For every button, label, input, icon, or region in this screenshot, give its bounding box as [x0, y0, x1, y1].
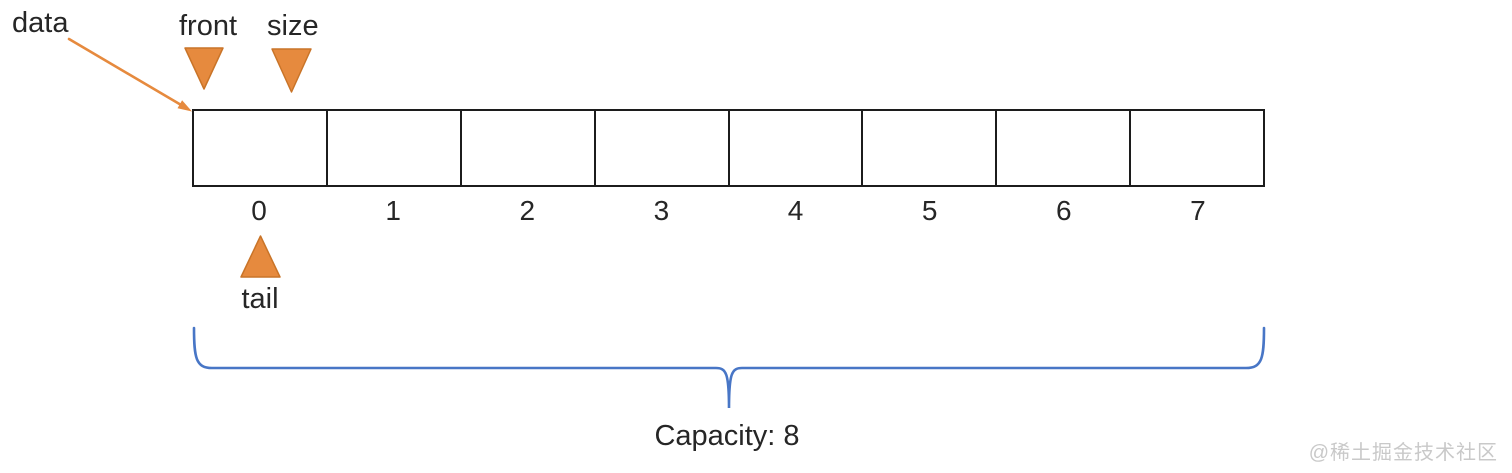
index-label-7: 7	[1190, 195, 1206, 226]
data-arrow-line	[67, 37, 184, 107]
index-label-5: 5	[921, 195, 938, 226]
index-label-1: 1	[385, 195, 401, 226]
index-label-4: 4	[787, 195, 804, 226]
array-cell-5	[863, 111, 998, 185]
size-pointer-label: size	[267, 10, 319, 42]
index-label-3: 3	[653, 195, 670, 226]
array-cell-1	[328, 111, 462, 185]
capacity-label: Capacity: 8	[654, 420, 800, 452]
array-cell-7	[1131, 111, 1263, 185]
index-label-2: 2	[519, 195, 536, 226]
array-cell-0	[194, 111, 328, 185]
tail-pointer-icon	[240, 235, 281, 278]
capacity-brace	[192, 326, 1266, 409]
index-label-0: 0	[251, 195, 267, 226]
tail-pointer-label: tail	[241, 283, 279, 315]
array-cell-3	[596, 111, 730, 185]
index-row: 0 1 2 3 4 5 6 7	[192, 195, 1265, 227]
array-cell-6	[997, 111, 1132, 185]
queue-array	[192, 109, 1265, 187]
data-pointer-label: data	[12, 7, 69, 39]
watermark-text: @稀土掘金技术社区	[1308, 442, 1498, 464]
front-pointer-icon	[184, 47, 224, 90]
data-arrowhead-icon	[177, 100, 192, 112]
size-pointer-icon	[271, 48, 312, 93]
index-label-6: 6	[1056, 195, 1072, 226]
front-pointer-label: front	[179, 10, 238, 42]
array-cell-4	[730, 111, 864, 185]
array-cell-2	[462, 111, 596, 185]
